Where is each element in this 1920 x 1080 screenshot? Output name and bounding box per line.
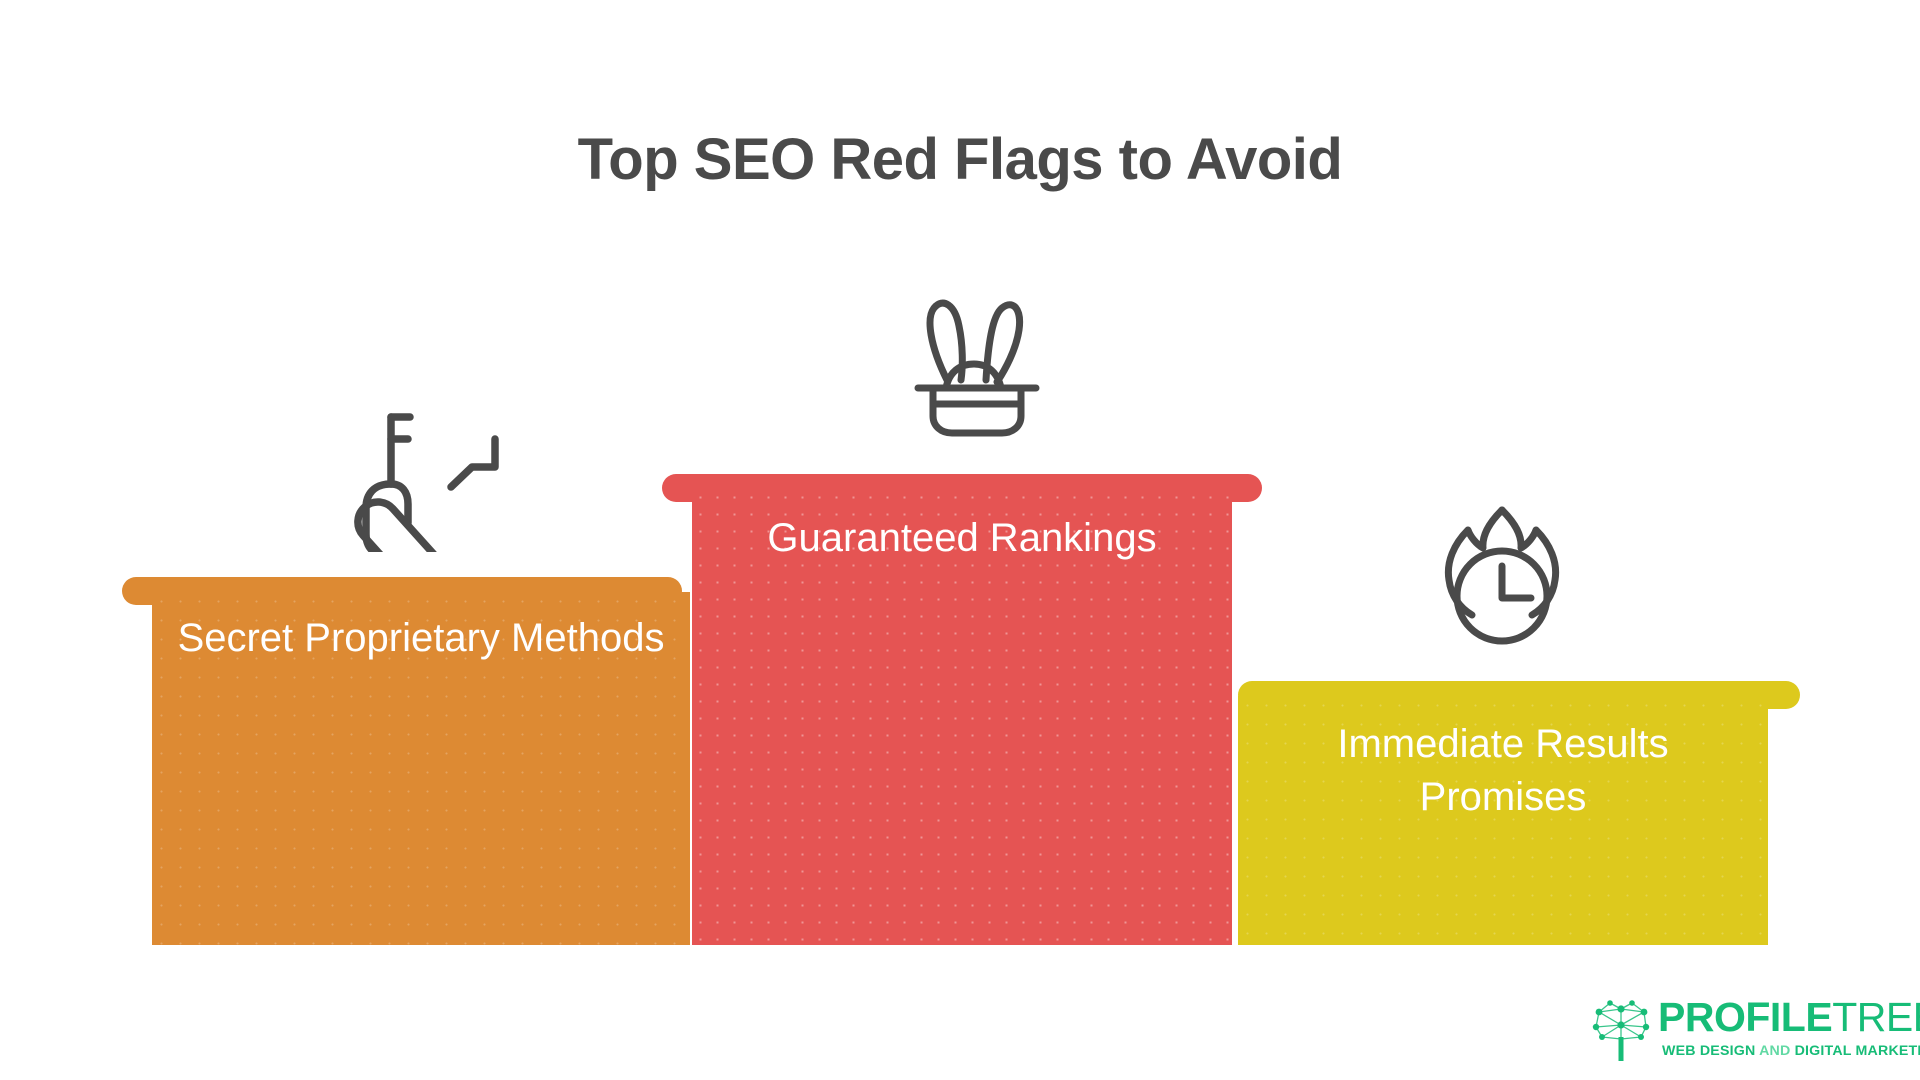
brand-tagline-part1: WEB DESIGN	[1662, 1043, 1756, 1059]
profiletree-logo: PROFILETREE WEB DESIGN AND DIGITAL MARKE…	[1588, 995, 1920, 1063]
lockpick-key-icon	[352, 392, 512, 552]
brand-tagline: WEB DESIGN AND DIGITAL MARKETING	[1662, 1043, 1920, 1059]
brand-wordmark: PROFILETREE	[1658, 997, 1920, 1038]
page-title: Top SEO Red Flags to Avoid	[577, 127, 1343, 192]
flame-clock-icon	[1432, 500, 1572, 650]
podium-label-secret-proprietary-methods: Secret Proprietary Methods	[177, 616, 665, 660]
tree-network-icon	[1588, 995, 1654, 1068]
brand-tagline-part2: DIGITAL MARKETING	[1794, 1043, 1920, 1059]
brand-word-tree: TREE	[1832, 994, 1920, 1040]
magic-hat-rabbit-icon	[902, 288, 1052, 438]
podium-label-immediate-results-promises: Immediate Results Promises	[1337, 722, 1669, 819]
brand-tagline-and: AND	[1759, 1043, 1791, 1059]
podium-label-guaranteed-rankings: Guaranteed Rankings	[767, 516, 1157, 560]
brand-word-profile: PROFILE	[1658, 994, 1833, 1040]
